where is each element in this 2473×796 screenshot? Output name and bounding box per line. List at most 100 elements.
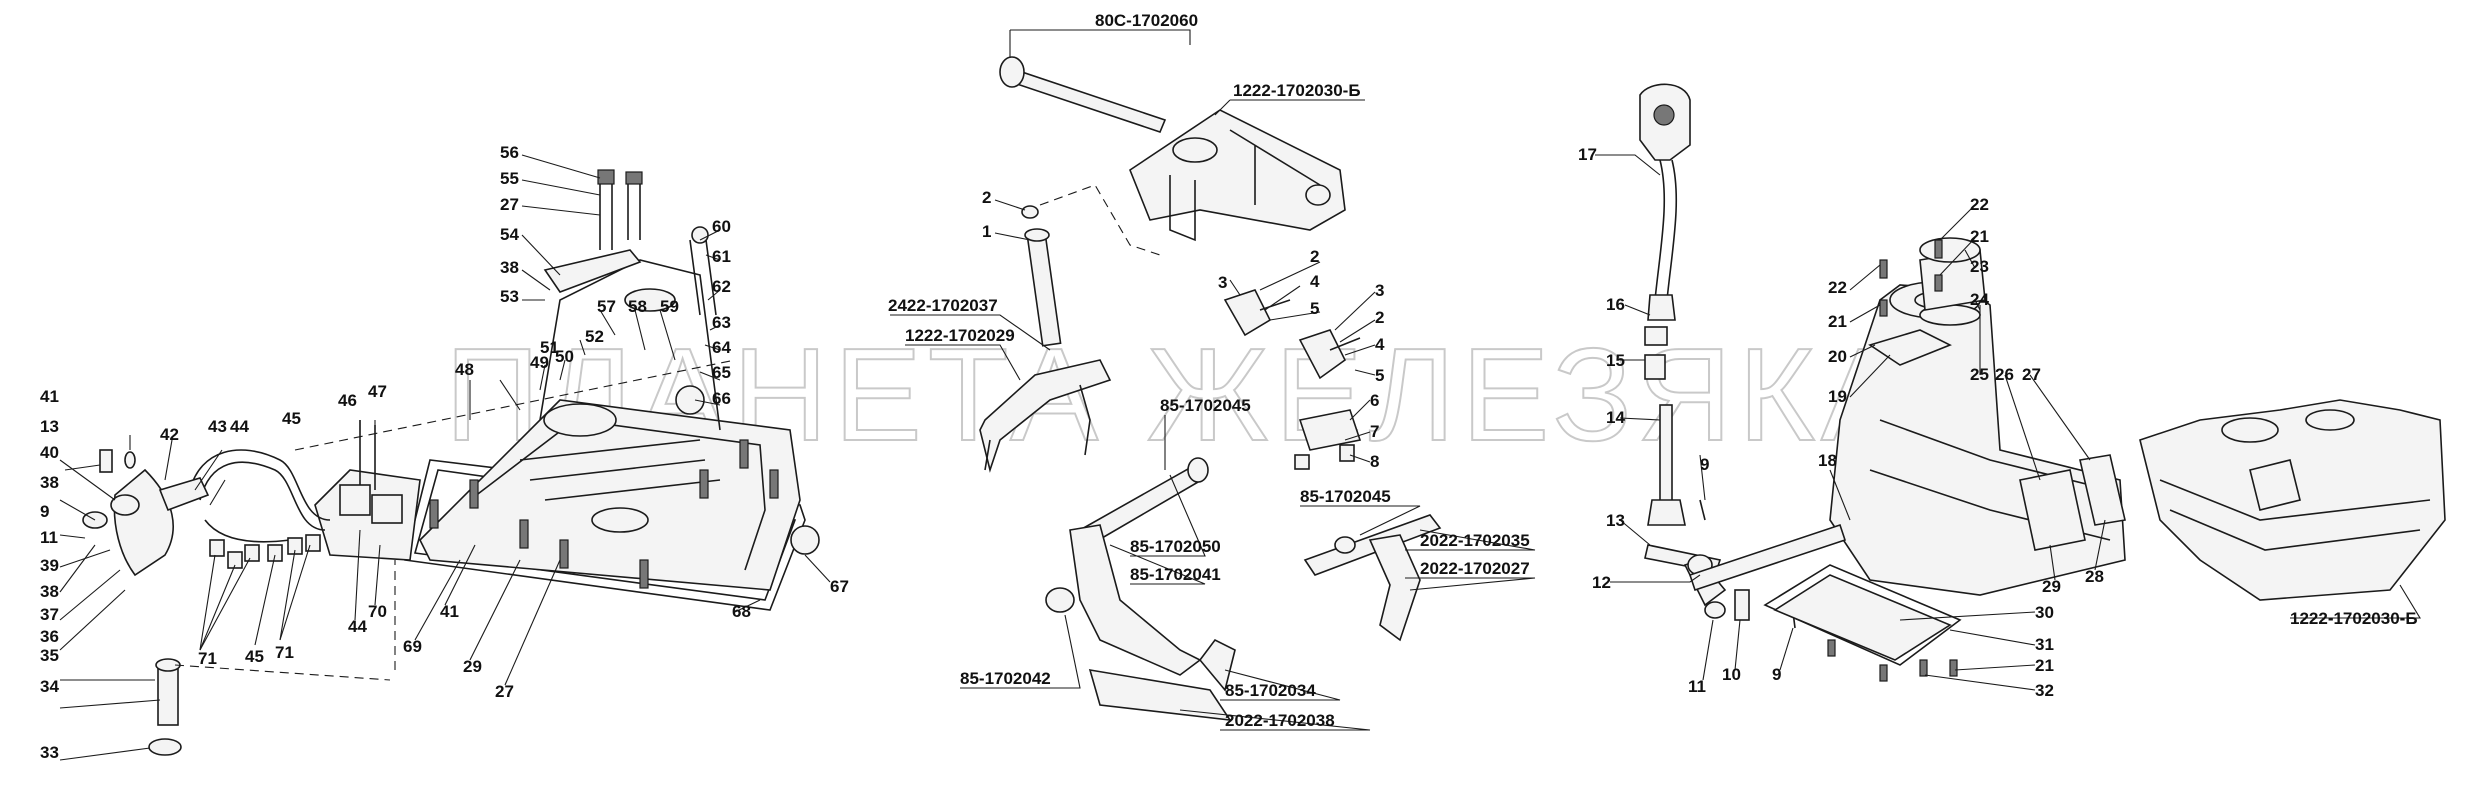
callout: 37 <box>40 605 59 624</box>
callout: 22 <box>1828 278 1847 297</box>
gear-lever-housing-assembly <box>1639 83 2446 682</box>
hose-45 <box>204 519 291 543</box>
cover-31 <box>1773 574 1952 661</box>
shift-tower <box>539 259 721 431</box>
callout: 7 <box>1370 422 1379 441</box>
label-85-1702042: 85-1702042 <box>960 669 1051 688</box>
callout: 21 <box>2035 656 2054 675</box>
callout: 70 <box>368 602 387 621</box>
bracket-ribs <box>1229 129 1321 205</box>
bolt-13 <box>99 449 113 473</box>
callout: 9 <box>40 502 49 521</box>
shift-cover-rib <box>469 419 766 571</box>
label-85-1702041: 85-1702041 <box>1130 565 1221 584</box>
callout: 27 <box>2022 365 2041 384</box>
cover-bore-2 <box>591 507 649 533</box>
cotter-9-upper <box>1699 499 1706 521</box>
callout: 38 <box>500 258 519 277</box>
shift-cover-body <box>419 399 801 591</box>
bolt-8 <box>1339 444 1355 462</box>
callout: 17 <box>1578 145 1597 164</box>
plug-67 <box>790 525 820 555</box>
bolt-small <box>1294 454 1310 470</box>
bolt-head <box>597 169 615 185</box>
part-number-labels: 80С-1702060 1222-1702030-Б 2422-1702037 … <box>888 11 2418 730</box>
housing-ribs-2 <box>2159 479 2431 551</box>
callout: 6 <box>1370 391 1379 410</box>
callout: 31 <box>2035 635 2054 654</box>
bracket-leg <box>1169 175 1196 242</box>
washer-33 <box>148 738 182 756</box>
bracket-bore <box>1172 137 1218 163</box>
seal-41 <box>124 451 136 469</box>
shift-cover-assembly <box>82 169 820 756</box>
fork-85-1702034 <box>1198 638 1236 692</box>
plate-19 <box>1868 329 1952 366</box>
seal-58 <box>675 385 705 415</box>
fork-2422-1702037 <box>979 359 1112 473</box>
callout: 71 <box>198 649 217 668</box>
callout: 66 <box>712 389 731 408</box>
spring-15 <box>1644 354 1666 380</box>
callout: 24 <box>1970 290 1989 309</box>
tower-top-bore <box>624 288 676 312</box>
rod-1-top <box>1024 228 1050 242</box>
label-2022-1702038: 2022-1702038 <box>1225 711 1335 730</box>
callout: 33 <box>40 743 59 762</box>
cover-bolts <box>429 439 779 589</box>
callout: 44 <box>348 617 367 636</box>
callout: 58 <box>628 297 647 316</box>
fork-prongs <box>984 384 1091 471</box>
callout: 65 <box>712 363 731 382</box>
callout: 64 <box>712 338 731 357</box>
callout: 16 <box>1606 295 1625 314</box>
callout: 29 <box>463 657 482 676</box>
callout-numbers-right: 17 16 15 14 13 9 12 11 10 9 22 21 23 24 … <box>1578 145 2104 700</box>
callout: 52 <box>585 327 604 346</box>
fork-2022-1702027 <box>1368 534 1421 642</box>
cylinder-36 <box>113 468 174 577</box>
callout: 32 <box>2035 681 2054 700</box>
lever-rod-14 <box>1659 404 1673 516</box>
callout: 30 <box>2035 603 2054 622</box>
callout: 13 <box>1606 511 1625 530</box>
callout: 23 <box>1970 257 1989 276</box>
callout: 15 <box>1606 351 1625 370</box>
gasket-27 <box>2079 454 2126 526</box>
callout: 2 <box>1375 308 1384 327</box>
callout: 54 <box>500 225 519 244</box>
fittings-71 <box>209 534 321 569</box>
label-85-1702034: 85-1702034 <box>1225 681 1316 700</box>
lever-rod-end <box>1647 499 1686 526</box>
callout: 51 <box>540 338 559 357</box>
bolt-head-2 <box>625 171 643 185</box>
label-80c-1702060: 80С-1702060 <box>1095 11 1198 30</box>
cover-ribs <box>519 439 721 501</box>
housing-boss <box>2249 459 2301 511</box>
bolts-21-32 <box>1827 639 1958 682</box>
clip-2 <box>1021 205 1039 219</box>
callout: 56 <box>500 143 519 162</box>
pin-10 <box>1734 589 1750 621</box>
lever-plate <box>543 249 642 293</box>
callout: 2 <box>982 188 991 207</box>
callout: 57 <box>597 297 616 316</box>
callout: 44 <box>230 417 249 436</box>
vertical-bolt <box>599 180 613 250</box>
callout: 62 <box>712 277 731 296</box>
callout: 3 <box>1375 281 1384 300</box>
callout: 48 <box>455 360 474 379</box>
callout: 11 <box>1688 677 1706 696</box>
gasket-30 <box>1763 564 1962 666</box>
vertical-bolt-2 <box>627 180 641 240</box>
label-2022-1702027: 2022-1702027 <box>1420 559 1530 578</box>
label-2422-1702037: 2422-1702037 <box>888 296 998 315</box>
tower-bore <box>543 403 617 437</box>
shaft-end <box>999 56 1025 88</box>
screw-21-b <box>1934 274 1943 292</box>
callout: 21 <box>1970 227 1989 246</box>
label-2022-1702035: 2022-1702035 <box>1420 531 1530 550</box>
shaft-2022-1702038 <box>1088 669 1232 721</box>
callout: 18 <box>1818 451 1837 470</box>
